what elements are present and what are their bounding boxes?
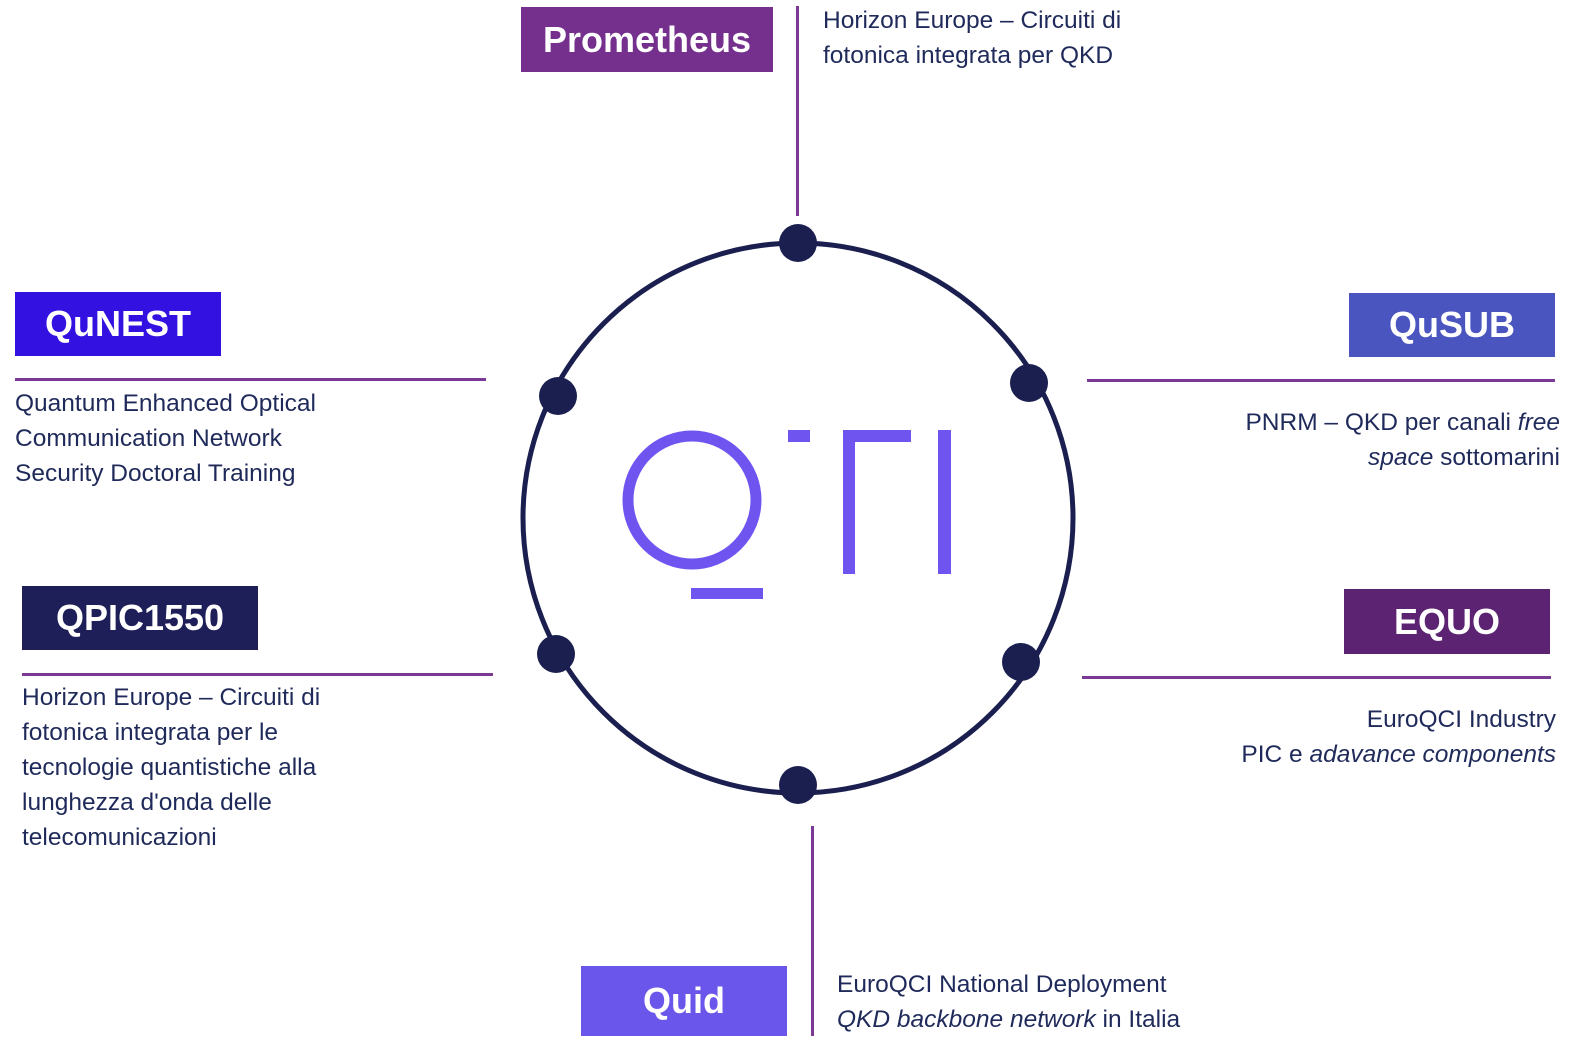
- quid-connector: [811, 826, 814, 1036]
- qpic1550-description-line: fotonica integrata per le: [22, 715, 320, 750]
- logo-dot: [788, 430, 810, 442]
- equo-description-line: EuroQCI Industry: [1241, 702, 1556, 737]
- ring-node-top: [779, 224, 817, 262]
- qunest-description-line: Communication Network: [15, 421, 316, 456]
- quid-label: Quid: [581, 966, 787, 1036]
- qpic1550-description-text: lunghezza d'onda delle: [22, 789, 272, 816]
- prometheus-description-text: Horizon Europe – Circuiti di: [823, 7, 1122, 34]
- qti-logo: [622, 430, 951, 599]
- prometheus-connector: [796, 6, 799, 216]
- equo-description-line: PIC e adavance components: [1241, 737, 1556, 772]
- qusub-description-line: PNRM – QKD per canali free: [1245, 405, 1560, 440]
- ring-node-lower-right: [1002, 643, 1040, 681]
- prometheus-description: Horizon Europe – Circuiti di fotonica int…: [823, 3, 1121, 73]
- qusub-label: QuSUB: [1349, 293, 1555, 357]
- prometheus-description-line: Horizon Europe – Circuiti di: [823, 3, 1121, 38]
- qpic1550-description: Horizon Europe – Circuiti di fotonica int…: [22, 680, 320, 855]
- quid-description-line: EuroQCI National Deployment: [837, 967, 1180, 1002]
- qunest-label: QuNEST: [15, 292, 221, 356]
- qpic1550-description-line: tecnologie quantistiche alla: [22, 750, 320, 785]
- prometheus-label: Prometheus: [521, 7, 773, 72]
- quid-description-line: QKD backbone network in Italia: [837, 1002, 1180, 1037]
- prometheus-description-line: fotonica integrata per QKD: [823, 38, 1121, 73]
- qpic1550-description-text: tecnologie quantistiche alla: [22, 754, 317, 781]
- qusub-description-text: free: [1517, 409, 1560, 436]
- qunest-description-line: Security Doctoral Training: [15, 456, 316, 491]
- qusub-description-line: space sottomarini: [1245, 440, 1560, 475]
- quid-description-text: in Italia: [1095, 1006, 1181, 1033]
- qunest-description-text: Security Doctoral Training: [15, 460, 296, 487]
- qpic1550-description-line: telecomunicazioni: [22, 820, 320, 855]
- qpic1550-description-text: telecomunicazioni: [22, 824, 217, 851]
- quid-description-text: QKD backbone network: [837, 1006, 1096, 1033]
- ring-node-bottom: [779, 766, 817, 804]
- qusub-description-text: sottomarini: [1433, 444, 1560, 471]
- qpic1550-label: QPIC1550: [22, 586, 258, 650]
- equo-label: EQUO: [1344, 589, 1550, 654]
- qusub-description-text: PNRM – QKD per canali: [1245, 409, 1518, 436]
- qusub-description-text: space: [1367, 444, 1434, 471]
- qpic1550-description-line: Horizon Europe – Circuiti di: [22, 680, 320, 715]
- equo-description-text: adavance components: [1309, 741, 1556, 768]
- qpic1550-connector: [22, 673, 493, 676]
- logo-letter-t-stem: [843, 430, 855, 574]
- logo-letter-q-ring: [622, 430, 762, 570]
- ring-circle: [520, 240, 1076, 796]
- prometheus-description-text: fotonica integrata per QKD: [823, 42, 1114, 69]
- ring-node-lower-left: [537, 635, 575, 673]
- ring-node-upper-right: [1010, 364, 1048, 402]
- qpic1550-description-text: fotonica integrata per le: [22, 719, 279, 746]
- logo-letter-t-top: [843, 430, 911, 442]
- equo-description-text: PIC e: [1241, 741, 1310, 768]
- qpic1550-description-line: lunghezza d'onda delle: [22, 785, 320, 820]
- qunest-connector: [15, 378, 486, 381]
- qunest-description-text: Quantum Enhanced Optical: [15, 390, 316, 417]
- equo-connector: [1082, 676, 1551, 679]
- logo-letter-q-bar: [691, 588, 763, 599]
- ring-node-upper-left: [539, 377, 577, 415]
- qunest-description-line: Quantum Enhanced Optical: [15, 386, 316, 421]
- logo-letter-i: [938, 430, 951, 574]
- equo-description-text: EuroQCI Industry: [1366, 706, 1556, 733]
- qunest-description-text: Communication Network: [15, 425, 282, 452]
- qpic1550-description-text: Horizon Europe – Circuiti di: [22, 684, 321, 711]
- quid-description-text: EuroQCI National Deployment: [837, 971, 1167, 998]
- qusub-connector: [1087, 379, 1555, 382]
